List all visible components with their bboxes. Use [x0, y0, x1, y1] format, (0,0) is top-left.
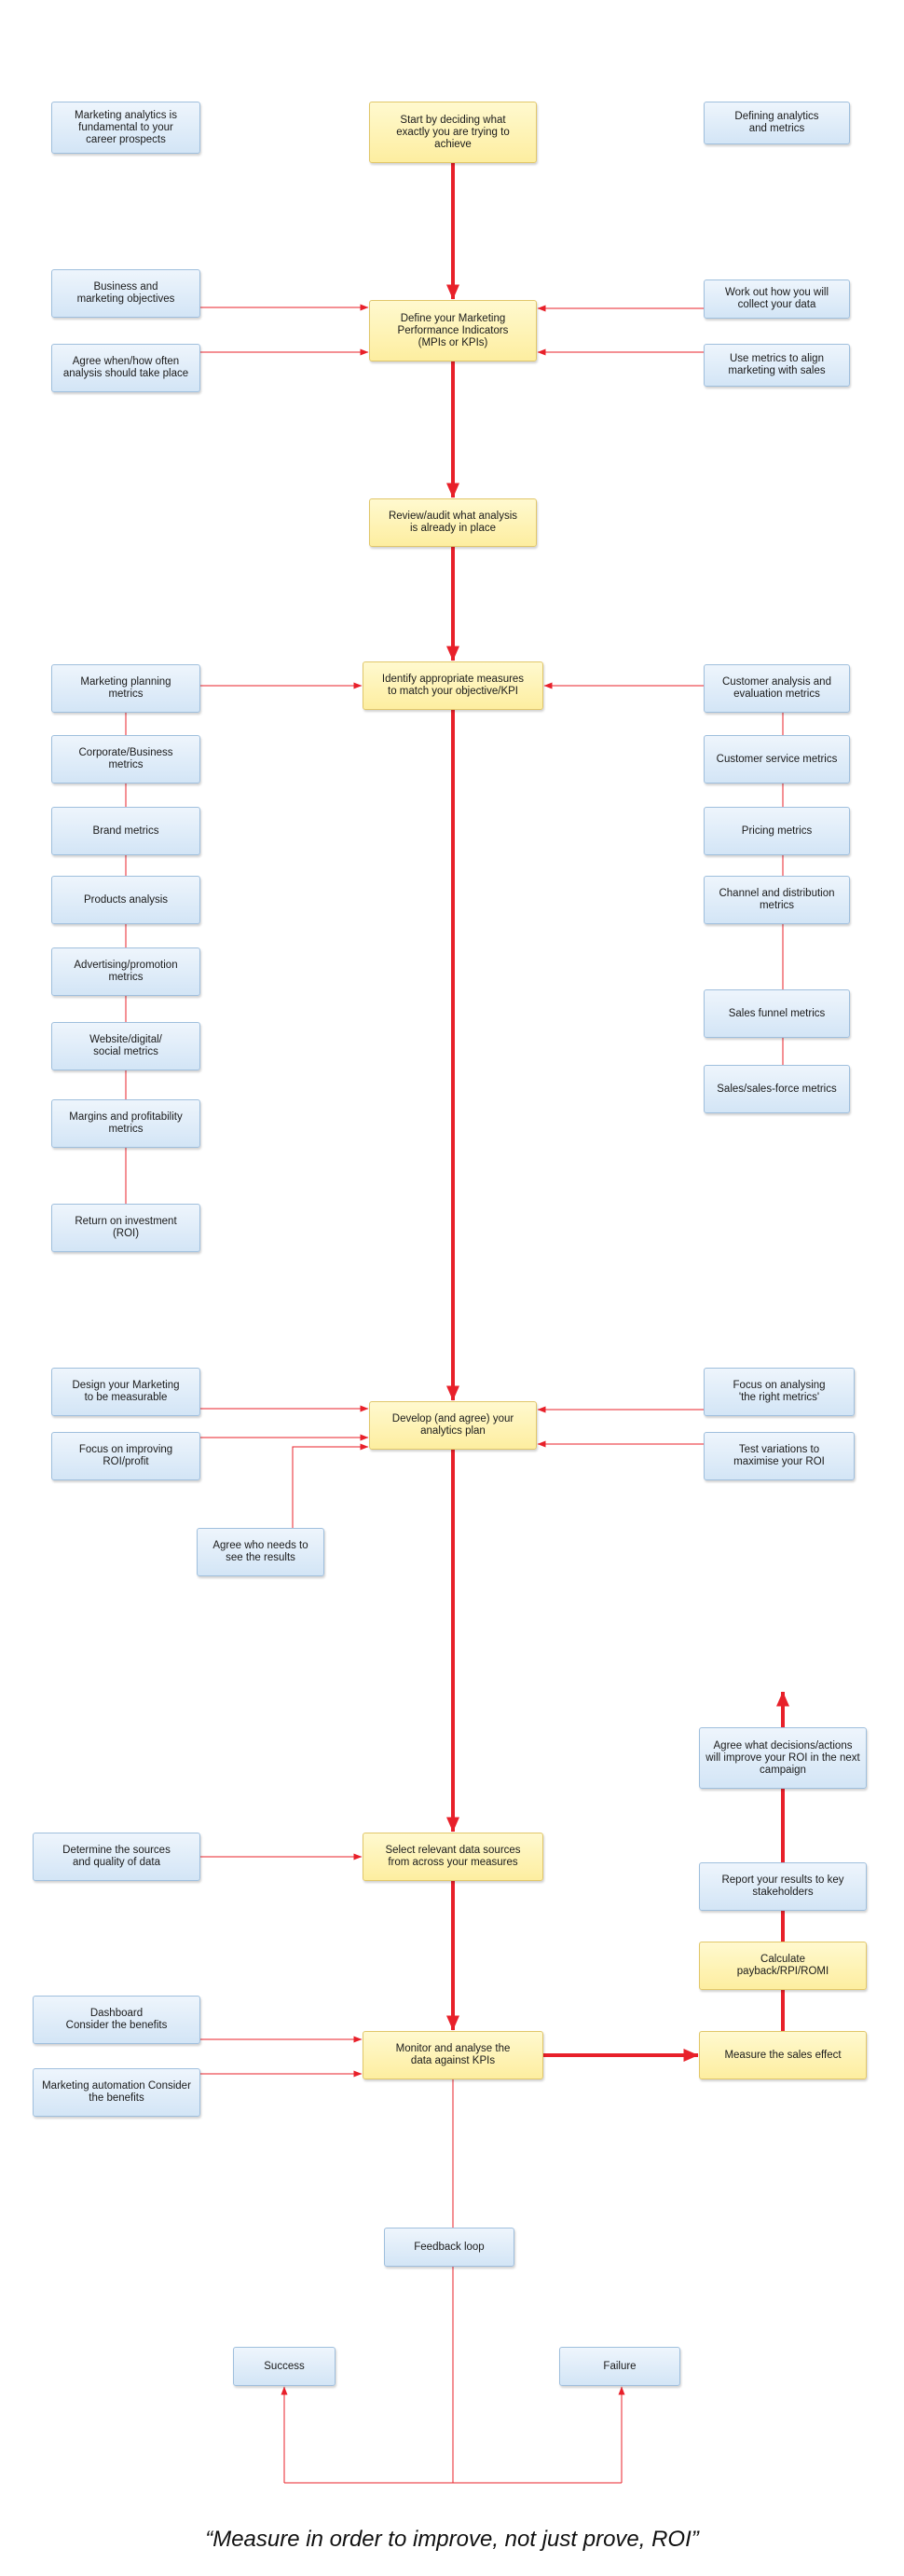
node-agree-decisions: Agree what decisions/actions will improv…: [699, 1727, 867, 1789]
node-sales-funnel: Sales funnel metrics: [704, 989, 850, 1038]
node-marketing-planning: Marketing planning metrics: [51, 664, 200, 713]
node-identify: Identify appropriate measures to match y…: [363, 661, 543, 710]
node-customer-service: Customer service metrics: [704, 735, 850, 784]
node-calculate: Calculate payback/RPI/ROMI: [699, 1942, 867, 1990]
node-design-measurable: Design your Marketing to be measurable: [51, 1368, 200, 1416]
footer-quote: “Measure in order to improve, not just p…: [205, 2527, 699, 2552]
node-dashboard: Dashboard Consider the benefits: [33, 1996, 200, 2044]
node-focus-roi: Focus on improving ROI/profit: [51, 1432, 200, 1480]
node-use-metrics: Use metrics to align marketing with sale…: [704, 344, 850, 387]
node-focus-right: Focus on analysing 'the right metrics': [704, 1368, 855, 1416]
node-automation: Marketing automation Consider the benefi…: [33, 2068, 200, 2117]
node-review: Review/audit what analysis is already in…: [369, 498, 537, 547]
node-define-kpi: Define your Marketing Performance Indica…: [369, 300, 537, 361]
node-failure: Failure: [559, 2347, 680, 2386]
node-pricing: Pricing metrics: [704, 807, 850, 855]
node-start: Start by deciding what exactly you are t…: [369, 102, 537, 163]
node-margins: Margins and profitability metrics: [51, 1099, 200, 1148]
node-develop: Develop (and agree) your analytics plan: [369, 1401, 537, 1450]
node-measure-sales: Measure the sales effect: [699, 2031, 867, 2079]
node-brand: Brand metrics: [51, 807, 200, 855]
node-work-out: Work out how you will collect your data: [704, 279, 850, 319]
node-select-sources: Select relevant data sources from across…: [363, 1833, 543, 1881]
node-products: Products analysis: [51, 876, 200, 924]
node-sales-force: Sales/sales-force metrics: [704, 1065, 850, 1113]
arrow-agree-who: [292, 1443, 369, 1528]
node-channel: Channel and distribution metrics: [704, 876, 850, 924]
node-corporate: Corporate/Business metrics: [51, 735, 200, 784]
node-success: Success: [233, 2347, 336, 2386]
node-test-variations: Test variations to maximise your ROI: [704, 1432, 855, 1480]
node-advertising: Advertising/promotion metrics: [51, 947, 200, 996]
node-website: Website/digital/ social metrics: [51, 1022, 200, 1070]
node-marketing-analytics: Marketing analytics is fundamental to yo…: [51, 102, 200, 154]
node-feedback: Feedback loop: [384, 2228, 514, 2267]
node-agree-when: Agree when/how often analysis should tak…: [51, 344, 200, 392]
node-agree-who: Agree who needs to see the results: [197, 1528, 324, 1576]
node-business-objectives: Business and marketing objectives: [51, 269, 200, 318]
node-defining-analytics: Defining analytics and metrics: [704, 102, 850, 144]
node-customer-analysis: Customer analysis and evaluation metrics: [704, 664, 850, 713]
node-determine-sources: Determine the sources and quality of dat…: [33, 1833, 200, 1881]
node-monitor: Monitor and analyse the data against KPI…: [363, 2031, 543, 2079]
node-report: Report your results to key stakeholders: [699, 1862, 867, 1911]
node-roi: Return on investment (ROI): [51, 1204, 200, 1252]
